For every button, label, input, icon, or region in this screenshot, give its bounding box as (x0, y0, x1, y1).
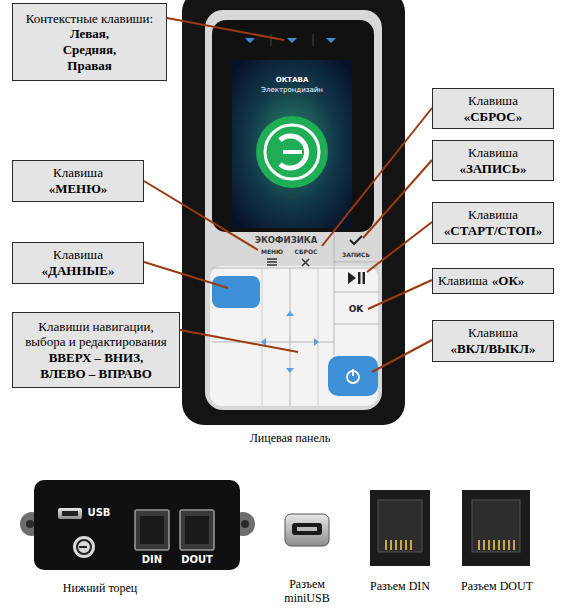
port-name: DIN (142, 554, 162, 566)
callout-text: Контекстные клавиши: (18, 11, 161, 27)
screen-text: ОКТАВА (276, 76, 309, 84)
key-name: «ОК» (492, 273, 525, 289)
key-name: «СТАРТ/СТОП» (444, 223, 542, 239)
callout-box: Клавиша«МЕНЮ» (12, 160, 144, 202)
key-name: «ВКЛ/ВЫКЛ» (451, 341, 536, 357)
callout-box: Клавиша«СТАРТ/СТОП» (432, 202, 554, 244)
callout-text: Клавиши навигации, выбора и редактирован… (18, 319, 174, 350)
key-name: «ЗАПИСЬ» (459, 161, 526, 177)
figure-caption: Разъем DOUT (461, 580, 533, 594)
callout-box: Клавиша«ЗАПИСЬ» (432, 140, 554, 181)
key-name: ВВЕРХ – ВНИЗ, ВЛЕВО – ВПРАВО (32, 350, 160, 381)
port-name: DOUT (181, 554, 213, 566)
callout-text: Клавиша (438, 207, 548, 223)
callout-text: Клавиша (438, 93, 548, 109)
key-label: МЕНЮ (261, 249, 283, 256)
callout-box: Клавиши навигации, выбора и редактирован… (12, 312, 180, 388)
callout-text: Клавиша (438, 273, 488, 289)
brand-name: ЭКОФИЗИКА (255, 236, 318, 246)
figure-caption: Разъем DIN (370, 580, 430, 594)
callout-box: Клавиша«СБРОС» (432, 88, 554, 129)
figure-caption: Разъем miniUSB (275, 578, 339, 606)
callout-text: Клавиша (18, 165, 138, 181)
figure-caption: Нижний торец (63, 582, 137, 596)
key-name: «МЕНЮ» (49, 181, 108, 197)
key-label: СБРОС (295, 249, 318, 256)
screen-text: Электрондизайн (261, 86, 323, 94)
callout-text: Клавиша (438, 325, 548, 341)
callout-box: Клавиша«ВКЛ/ВЫКЛ» (432, 320, 554, 362)
callout-box: Клавиша«ОК» (432, 268, 554, 294)
callout-text: Клавиша (438, 145, 548, 161)
key-label: ЗАПИСЬ (342, 252, 370, 259)
callout-text: Клавиша (18, 247, 138, 263)
key-name: «СБРОС» (464, 109, 523, 125)
key-name: «ДАННЫЕ» (42, 263, 115, 279)
key-name: Левая, Средняя, Правая (54, 26, 126, 73)
callout-box: Клавиша«ДАННЫЕ» (12, 242, 144, 284)
callout-box: Контекстные клавиши:Левая, Средняя, Прав… (12, 3, 167, 81)
port-name: USB (88, 507, 111, 519)
figure-caption: Лицевая панель (250, 432, 331, 446)
key-label: OK (349, 304, 364, 314)
